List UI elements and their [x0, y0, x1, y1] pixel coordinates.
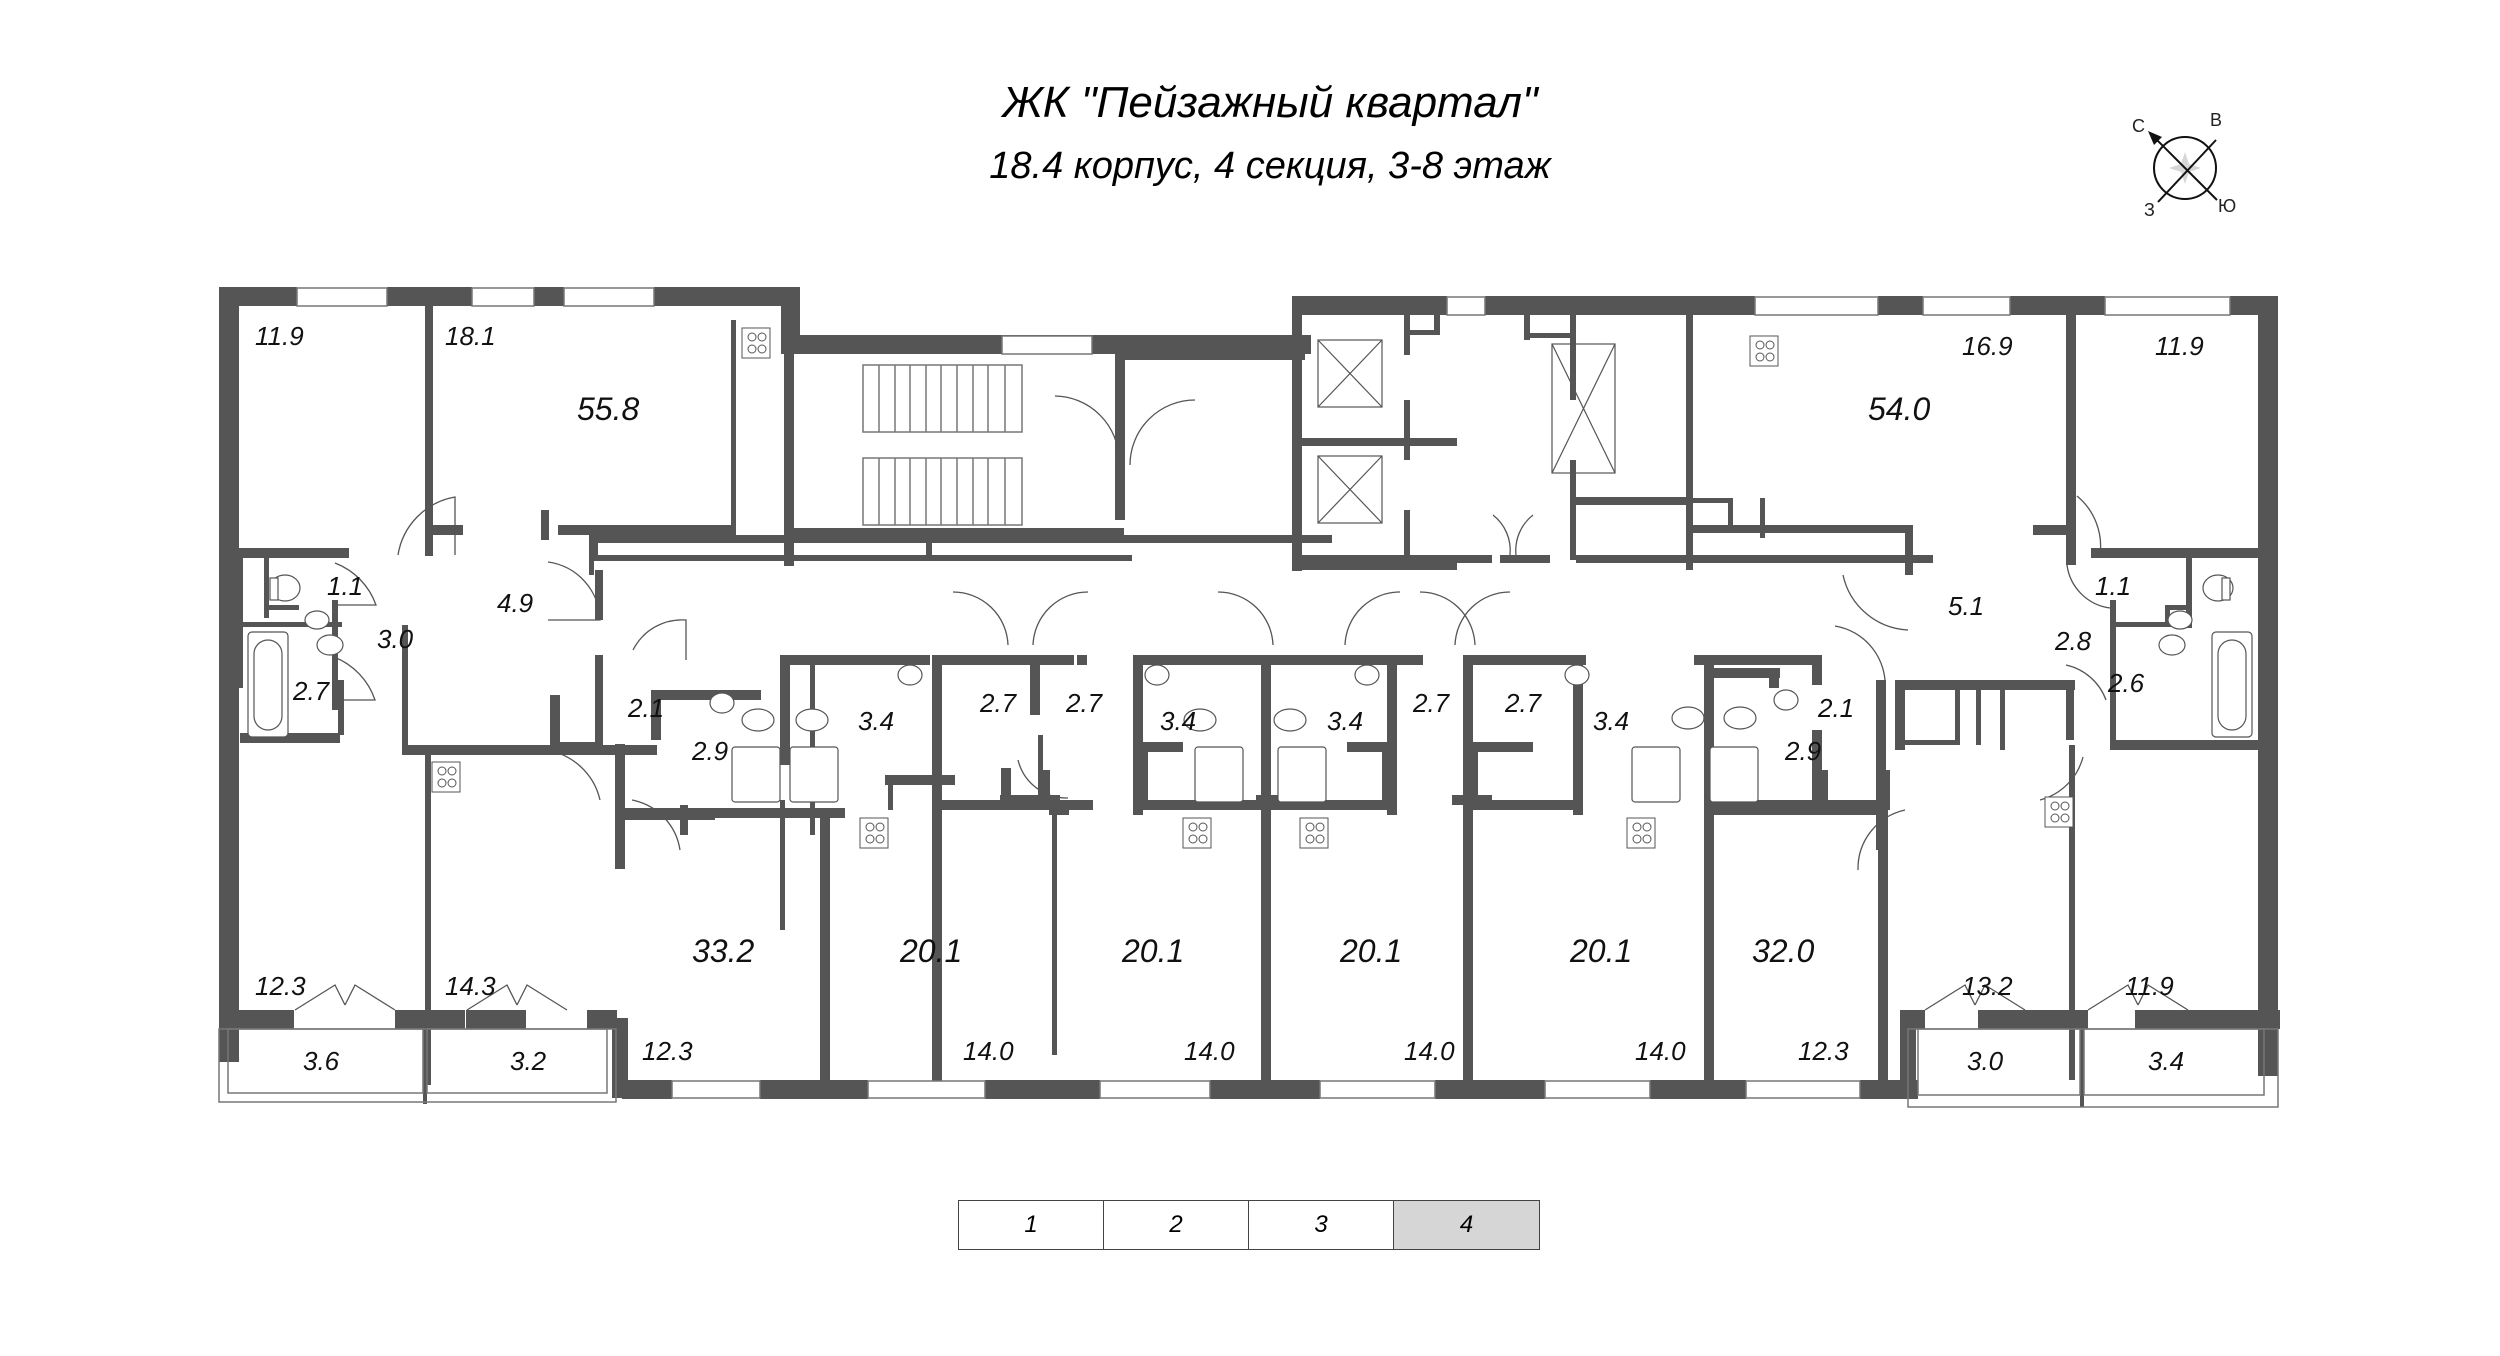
section-button-label: 1 — [1024, 1211, 1038, 1238]
apartment-total-area: 20.1 — [1339, 933, 1402, 969]
room-area: 2.7 — [1065, 688, 1104, 718]
room-area: 2.9 — [691, 736, 728, 766]
room-area: 13.2 — [1962, 971, 2013, 1001]
room-area: 3.0 — [377, 624, 414, 654]
bathroom-fixtures — [247, 574, 2253, 803]
room-area: 11.9 — [2125, 971, 2174, 1001]
room-area: 14.3 — [445, 971, 496, 1001]
room-area: 2.1 — [1817, 693, 1854, 723]
room-area: 2.7 — [979, 688, 1018, 718]
apartment-total-area: 20.1 — [1569, 933, 1632, 969]
room-area: 12.3 — [1798, 1036, 1849, 1066]
compass-west-label: З — [2144, 200, 2155, 220]
room-area: 1.1 — [2095, 571, 2131, 601]
balcony-area: 3.0 — [1967, 1046, 2004, 1076]
balconies — [218, 1028, 2279, 1108]
compass-north-label: С — [2132, 116, 2145, 136]
section-button-label: 4 — [1459, 1211, 1474, 1238]
walls — [219, 287, 2280, 1107]
apartment-total-area: 20.1 — [1121, 933, 1184, 969]
room-area: 18.1 — [445, 321, 496, 351]
room-area: 3.4 — [1593, 706, 1629, 736]
area-labels: 11.9 18.1 55.8 4.9 1.1 3.0 2.7 12.3 3.6 … — [255, 321, 2204, 1076]
room-area: 14.0 — [963, 1036, 1014, 1066]
apartment-total-area: 33.2 — [692, 933, 754, 969]
room-area: 2.7 — [292, 676, 331, 706]
room-area: 12.3 — [642, 1036, 693, 1066]
apartment-total-area: 32.0 — [1752, 933, 1814, 969]
apartment-total-area: 55.8 — [577, 391, 639, 427]
room-area: 2.7 — [1504, 688, 1543, 718]
section-button-4[interactable]: 4 — [1394, 1201, 1539, 1249]
compass-rose-icon: С В З Ю — [2110, 110, 2240, 220]
section-button-1[interactable]: 1 — [959, 1201, 1104, 1249]
room-area: 5.1 — [1948, 591, 1984, 621]
section-button-2[interactable]: 2 — [1104, 1201, 1249, 1249]
section-selector: 1 2 3 4 — [958, 1200, 1540, 1250]
compass-south-label: Ю — [2218, 196, 2237, 216]
section-button-3[interactable]: 3 — [1249, 1201, 1394, 1249]
staircase — [862, 364, 1023, 526]
room-area: 4.9 — [497, 588, 533, 618]
building-subtitle: 18.4 корпус, 4 секция, 3-8 этаж — [989, 145, 1551, 187]
room-area: 2.8 — [2054, 626, 2092, 656]
room-area: 16.9 — [1962, 331, 2013, 361]
room-area: 2.9 — [1784, 736, 1821, 766]
room-area: 2.1 — [627, 693, 664, 723]
balcony-area: 3.6 — [303, 1046, 340, 1076]
room-area: 3.4 — [858, 706, 894, 736]
room-area: 14.0 — [1184, 1036, 1235, 1066]
section-button-label: 2 — [1169, 1211, 1183, 1238]
room-area: 11.9 — [2155, 331, 2204, 361]
room-area: 3.4 — [1160, 706, 1196, 736]
stove-icons — [431, 327, 2074, 849]
section-button-label: 3 — [1314, 1211, 1328, 1238]
elevator-shafts — [1317, 339, 1616, 524]
balcony-area: 3.2 — [510, 1046, 547, 1076]
room-area: 2.6 — [2107, 668, 2145, 698]
room-area: 3.4 — [1327, 706, 1363, 736]
complex-title: ЖК "Пейзажный квартал" — [1002, 78, 1538, 127]
room-area: 14.0 — [1635, 1036, 1686, 1066]
apartment-total-area: 20.1 — [899, 933, 962, 969]
room-area: 11.9 — [255, 321, 304, 351]
balcony-area: 3.4 — [2148, 1046, 2184, 1076]
compass-east-label: В — [2210, 110, 2223, 130]
apartment-total-area: 54.0 — [1868, 391, 1930, 427]
windows — [296, 287, 2231, 1099]
room-area: 2.7 — [1412, 688, 1451, 718]
balcony-doors — [294, 984, 2189, 1011]
room-area: 1.1 — [327, 571, 363, 601]
room-area: 14.0 — [1404, 1036, 1455, 1066]
room-area: 12.3 — [255, 971, 306, 1001]
